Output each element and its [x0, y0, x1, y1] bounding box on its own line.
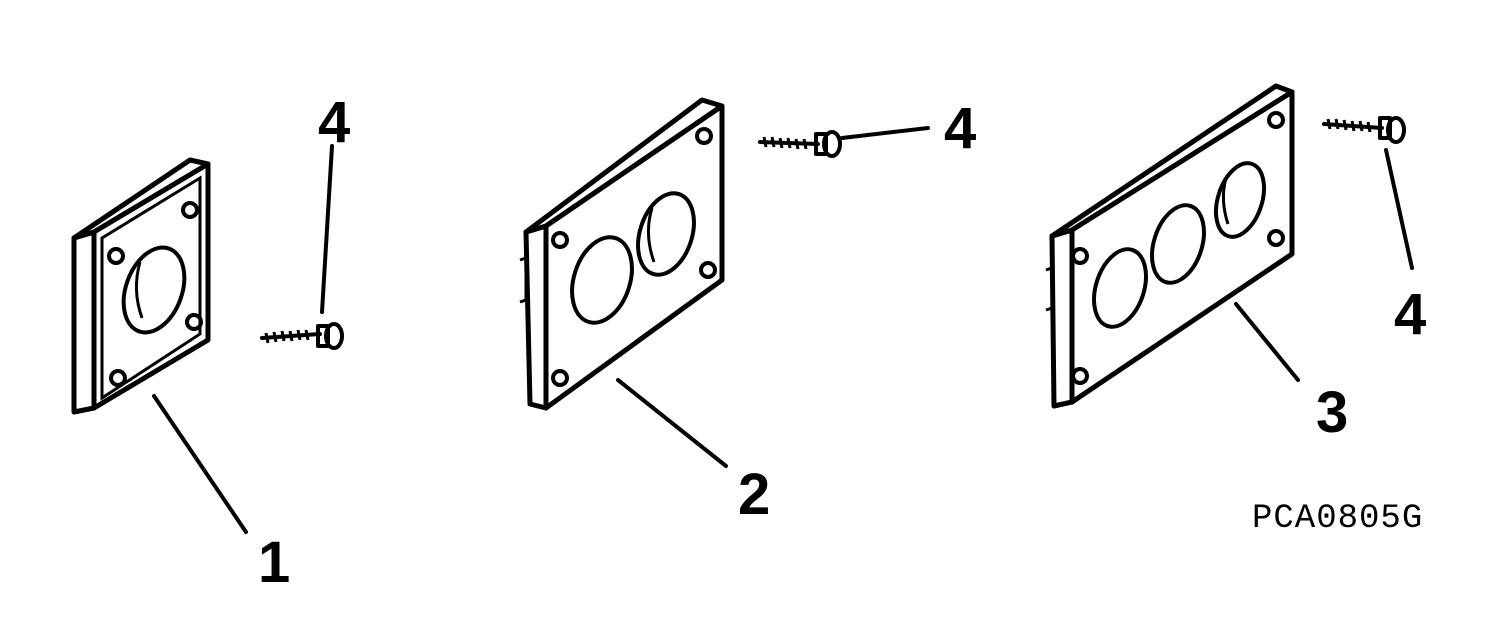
callout-plate-triple: 3	[1316, 380, 1349, 445]
leader-plate-single	[152, 394, 248, 534]
callout-screw-b: 4	[944, 96, 977, 161]
leader-screw-b	[840, 126, 930, 140]
leader-screw-c	[1384, 148, 1414, 270]
screw-a	[260, 322, 344, 350]
callout-screw-a: 4	[318, 90, 351, 155]
figure-code: PCA0805G	[1252, 500, 1424, 538]
plate-triple-hole	[1045, 83, 1295, 409]
callout-screw-c: 4	[1394, 282, 1427, 347]
screw-c	[1322, 116, 1406, 144]
screw-b	[758, 130, 842, 158]
callout-plate-double: 2	[738, 462, 771, 527]
callout-plate-single: 1	[258, 530, 291, 595]
leader-plate-double	[616, 378, 728, 468]
plate-double-hole	[519, 97, 725, 411]
leader-plate-triple	[1234, 302, 1300, 382]
leader-screw-a	[320, 144, 334, 314]
plate-single-hole	[71, 157, 211, 415]
